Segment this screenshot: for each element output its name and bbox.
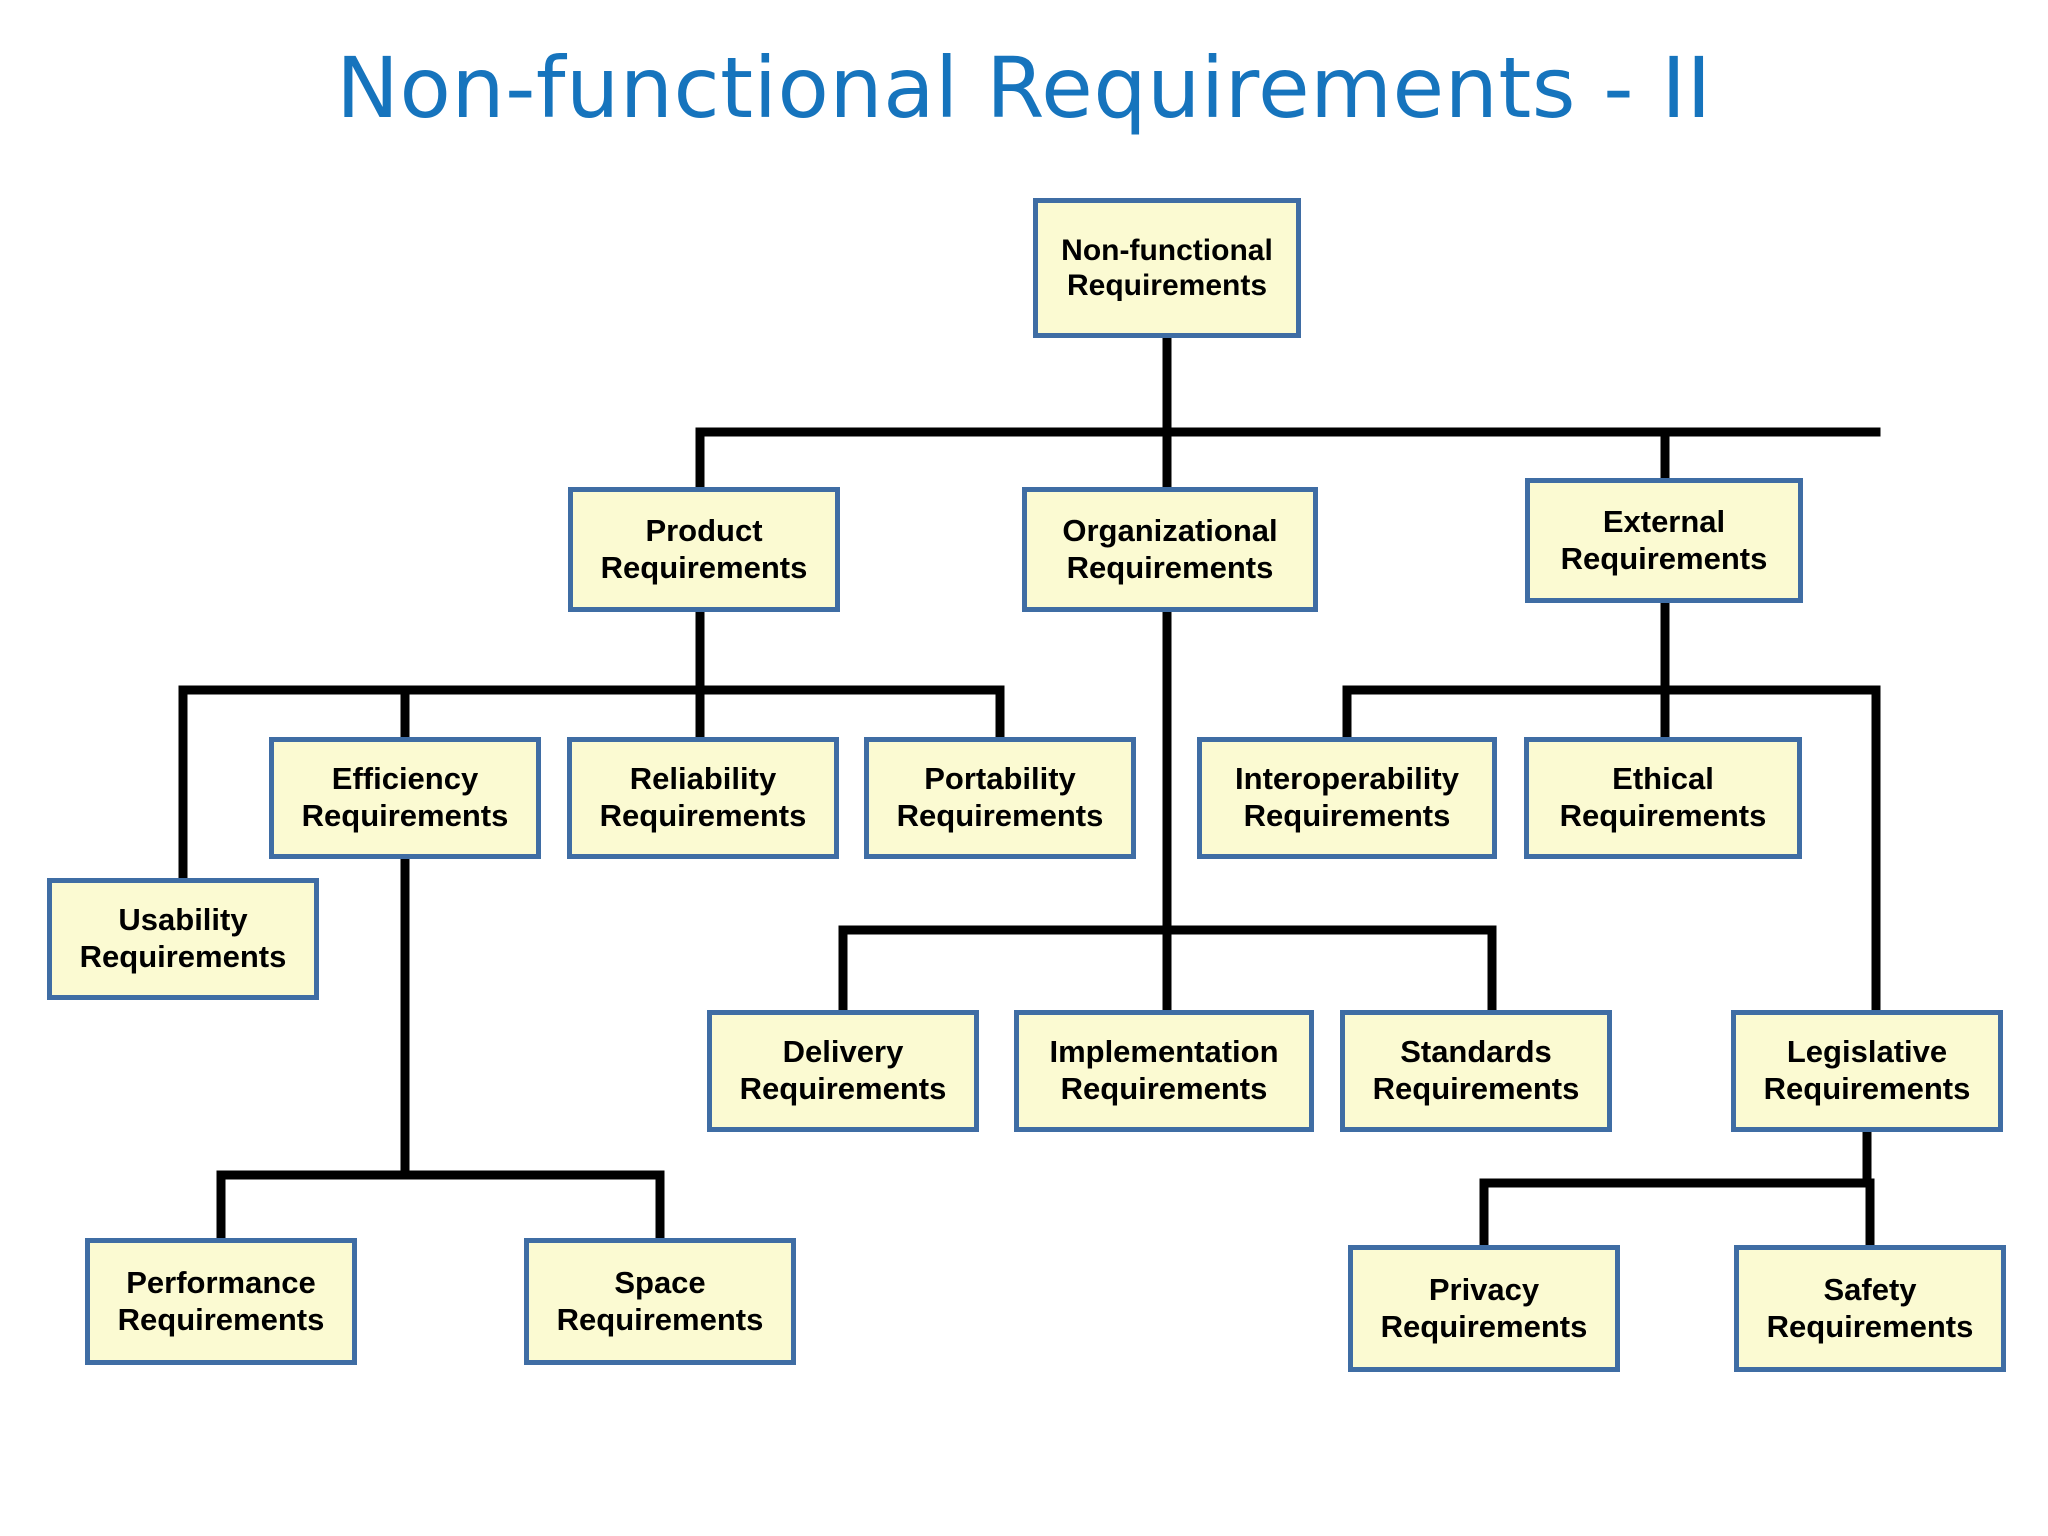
node-label: External Requirements	[1560, 503, 1768, 576]
node-non-functional-requirements[interactable]: Non-functional Requirements	[1033, 198, 1301, 338]
node-label: Space Requirements	[556, 1264, 764, 1337]
node-product-requirements[interactable]: Product Requirements	[568, 487, 840, 612]
node-portability-requirements[interactable]: Portability Requirements	[864, 737, 1136, 859]
node-legislative-requirements[interactable]: Legislative Requirements	[1731, 1010, 2003, 1132]
node-label: Usability Requirements	[79, 902, 287, 974]
node-interoperability-requirements[interactable]: Interoperability Requirements	[1197, 737, 1497, 859]
node-label: Privacy Requirements	[1380, 1271, 1588, 1344]
node-label: Standards Requirements	[1372, 1034, 1580, 1106]
node-label: Product Requirements	[600, 512, 808, 585]
node-label: Non-functional Requirements	[1061, 233, 1273, 302]
node-standards-requirements[interactable]: Standards Requirements	[1340, 1010, 1612, 1132]
node-label: Ethical Requirements	[1559, 761, 1767, 833]
node-privacy-requirements[interactable]: Privacy Requirements	[1348, 1245, 1620, 1372]
node-implementation-requirements[interactable]: Implementation Requirements	[1014, 1010, 1314, 1132]
node-safety-requirements[interactable]: Safety Requirements	[1734, 1245, 2006, 1372]
node-label: Interoperability Requirements	[1235, 761, 1459, 833]
node-label: Reliability Requirements	[599, 761, 807, 833]
node-organizational-requirements[interactable]: Organizational Requirements	[1022, 487, 1318, 612]
node-ethical-requirements[interactable]: Ethical Requirements	[1524, 737, 1802, 859]
node-label: Performance Requirements	[117, 1264, 325, 1337]
page-title: Non-functional Requirements - II	[336, 39, 1712, 137]
node-label: Organizational Requirements	[1062, 512, 1278, 585]
node-external-requirements[interactable]: External Requirements	[1525, 478, 1803, 603]
node-label: Delivery Requirements	[739, 1034, 947, 1106]
node-reliability-requirements[interactable]: Reliability Requirements	[567, 737, 839, 859]
node-space-requirements[interactable]: Space Requirements	[524, 1238, 796, 1365]
node-label: Portability Requirements	[896, 761, 1104, 833]
node-efficiency-requirements[interactable]: Efficiency Requirements	[269, 737, 541, 859]
node-label: Safety Requirements	[1766, 1271, 1974, 1344]
node-label: Legislative Requirements	[1763, 1034, 1971, 1106]
node-label: Implementation Requirements	[1049, 1034, 1279, 1106]
node-performance-requirements[interactable]: Performance Requirements	[85, 1238, 357, 1365]
node-label: Efficiency Requirements	[301, 761, 509, 833]
node-delivery-requirements[interactable]: Delivery Requirements	[707, 1010, 979, 1132]
node-usability-requirements[interactable]: Usability Requirements	[47, 878, 319, 1000]
